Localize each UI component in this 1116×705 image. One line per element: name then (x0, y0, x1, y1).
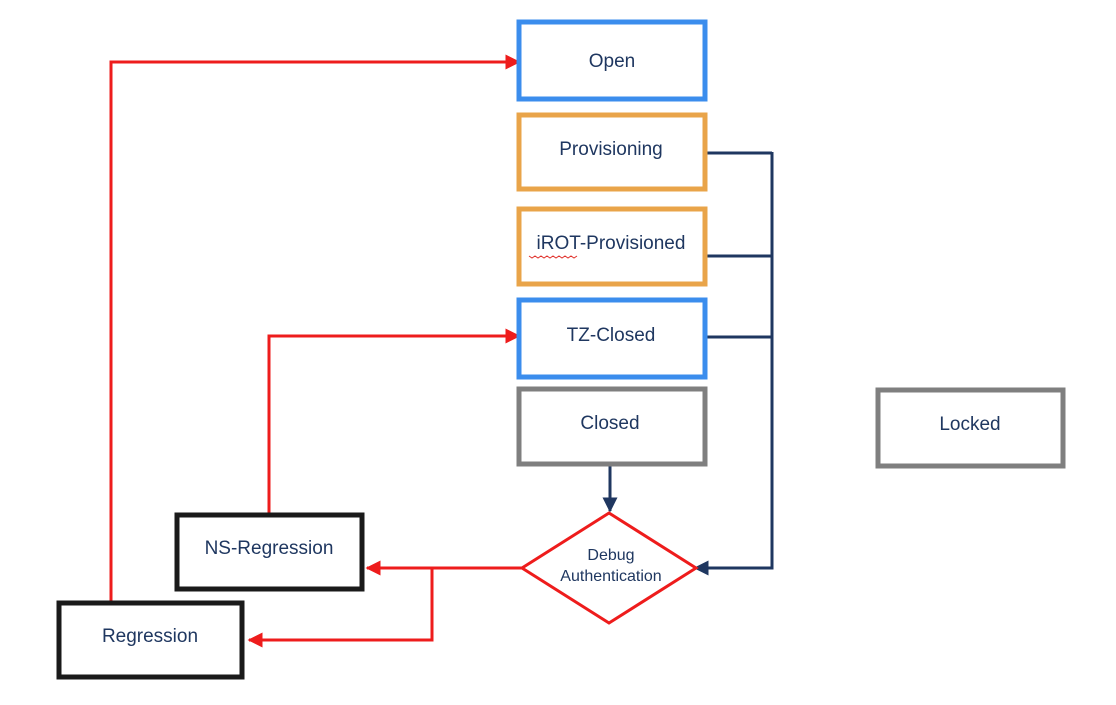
state-ns-regression: NS-Regression (174, 512, 365, 592)
state-open-label: Open (589, 51, 635, 72)
state-regression-label: Regression (102, 626, 198, 647)
debug-authentication-label-line1: Debug (587, 547, 634, 564)
state-closed: Closed (516, 386, 708, 467)
debug-authentication-decision: Debug Authentication (519, 511, 699, 625)
state-tz-closed: TZ-Closed (516, 297, 708, 380)
state-locked: Locked (875, 387, 1066, 469)
state-irot-provisioned: iROT-Provisioned (516, 206, 708, 287)
state-closed-label: Closed (580, 413, 639, 434)
debug-to-regression-arrow (247, 568, 434, 648)
state-irot-provisioned-label: iROT-Provisioned (537, 233, 686, 254)
debug-authentication-label-line2: Authentication (560, 568, 661, 585)
state-provisioning: Provisioning (516, 112, 708, 192)
spellcheck-squiggle (528, 255, 578, 259)
state-open: Open (516, 19, 708, 102)
state-provisioning-label: Provisioning (559, 139, 663, 160)
regression-to-open-arrow (109, 54, 521, 603)
state-regression: Regression (56, 600, 245, 680)
state-tz-closed-label: TZ-Closed (567, 325, 656, 346)
state-ns-regression-label: NS-Regression (205, 538, 334, 559)
state-locked-label: Locked (939, 414, 1000, 435)
ns-regression-to-tz-closed-arrow (267, 328, 521, 515)
connectors (109, 54, 774, 648)
bus-to-debug-arrow (693, 152, 774, 576)
